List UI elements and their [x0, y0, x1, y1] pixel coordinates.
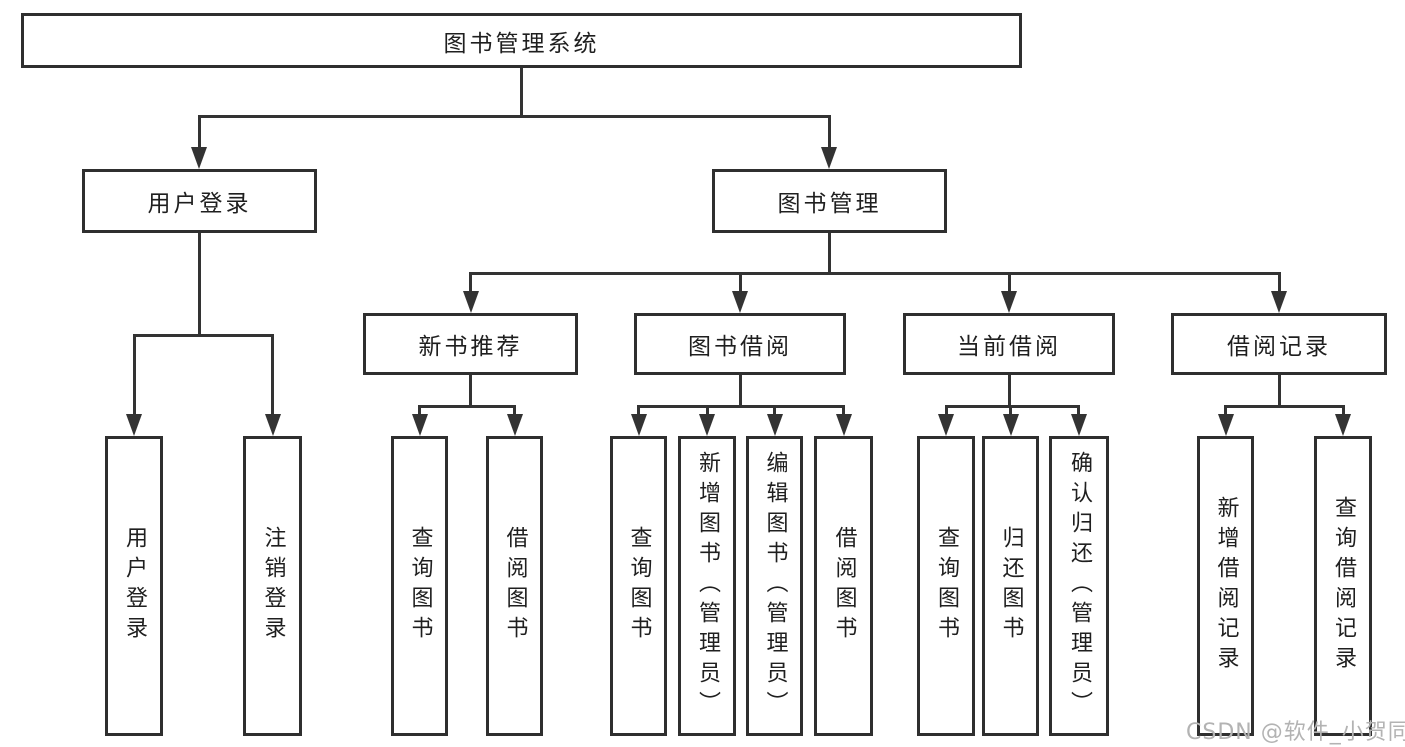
- leaf-add-books-admin: 新增图书（管理员）: [678, 436, 736, 736]
- arrowhead-down-icon: [411, 414, 428, 436]
- leaf-label: 新增图书（管理员）: [695, 451, 720, 721]
- connector-line-vertical: [705, 406, 709, 416]
- leaf-confirm-return-admin: 确认归还（管理员）: [1049, 436, 1109, 736]
- leaf-query-books-current: 查询图书: [917, 436, 975, 736]
- connector-line-horizontal: [944, 404, 1080, 408]
- connector-line-vertical: [1341, 406, 1345, 416]
- connector-line-horizontal: [197, 114, 831, 118]
- connector-line-vertical: [1007, 273, 1011, 293]
- connector-line-vertical: [1009, 406, 1012, 416]
- node-label: 图书借阅: [688, 334, 792, 360]
- leaf-label: 编辑图书（管理员）: [762, 451, 788, 721]
- leaf-label: 查询借阅记录: [1331, 496, 1356, 676]
- leaf-query-books-recommend: 查询图书: [391, 436, 448, 736]
- leaf-label: 用户登录: [122, 526, 147, 646]
- leaf-label: 查询图书: [407, 526, 433, 646]
- arrowhead-down-icon: [699, 414, 715, 436]
- arrowhead-down-icon: [1335, 414, 1351, 436]
- leaf-label: 查询图书: [626, 526, 652, 646]
- arrowhead-down-icon: [191, 147, 207, 169]
- arrowhead-down-icon: [766, 414, 783, 436]
- node-label: 当前借阅: [957, 334, 1061, 360]
- arrowhead-down-icon: [1002, 414, 1019, 436]
- connector-line-vertical: [827, 233, 831, 274]
- leaf-return-books: 归还图书: [982, 436, 1039, 736]
- connector-line-vertical: [132, 335, 136, 416]
- leaf-label: 新增借阅记录: [1213, 496, 1239, 676]
- arrowhead-down-icon: [732, 291, 748, 313]
- leaf-borrow-books-recommend: 借阅图书: [486, 436, 543, 736]
- connector-line-vertical: [738, 273, 742, 293]
- node-label: 新书推荐: [418, 334, 523, 360]
- arrowhead-down-icon: [821, 147, 837, 169]
- connector-line-horizontal: [132, 333, 274, 337]
- connector-line-vertical: [1007, 375, 1011, 408]
- connector-line-vertical: [197, 233, 201, 336]
- connector-line-vertical: [773, 406, 776, 416]
- connector-line-horizontal: [637, 404, 845, 408]
- connector-line-vertical: [1224, 406, 1227, 416]
- leaf-add-borrow-record: 新增借阅记录: [1197, 436, 1254, 736]
- arrowhead-down-icon: [1217, 414, 1234, 436]
- leaf-user-login: 用户登录: [105, 436, 163, 736]
- leaf-query-borrow-record: 查询借阅记录: [1314, 436, 1372, 736]
- connector-line-vertical: [513, 406, 516, 416]
- node-label: 图书管理系统: [443, 30, 600, 57]
- connector-line-vertical: [944, 406, 948, 416]
- leaf-borrow-books: 借阅图书: [814, 436, 873, 736]
- connector-line-horizontal: [469, 271, 1281, 275]
- leaf-label: 借阅图书: [502, 526, 528, 646]
- connector-line-vertical: [1277, 273, 1281, 293]
- node-user-login: 用户登录: [82, 169, 317, 233]
- connector-line-vertical: [637, 406, 640, 416]
- connector-line-horizontal: [1224, 404, 1345, 408]
- connector-line-horizontal: [418, 404, 516, 408]
- leaf-query-books-borrow: 查询图书: [610, 436, 667, 736]
- connector-line-vertical: [469, 375, 472, 408]
- arrowhead-down-icon: [462, 291, 479, 313]
- arrowhead-down-icon: [1070, 414, 1087, 436]
- leaf-label: 注销登录: [260, 526, 286, 646]
- leaf-label: 查询图书: [934, 526, 959, 646]
- connector-line-vertical: [197, 116, 201, 150]
- leaf-logout: 注销登录: [243, 436, 302, 736]
- connector-line-vertical: [1277, 375, 1281, 408]
- leaf-edit-books-admin: 编辑图书（管理员）: [746, 436, 803, 736]
- node-new-book-recommend: 新书推荐: [363, 313, 578, 375]
- arrowhead-down-icon: [938, 414, 954, 436]
- leaf-label: 确认归还（管理员）: [1067, 451, 1092, 721]
- connector-line-vertical: [738, 375, 742, 408]
- node-label: 用户登录: [147, 191, 252, 217]
- arrowhead-down-icon: [630, 414, 647, 436]
- connector-line-vertical: [842, 406, 845, 416]
- watermark-text: CSDN @软件_小贺同学: [1186, 720, 1405, 745]
- arrowhead-down-icon: [506, 414, 523, 436]
- node-book-management: 图书管理: [712, 169, 947, 233]
- node-book-borrow: 图书借阅: [634, 313, 846, 375]
- connector-line-vertical: [1077, 406, 1080, 416]
- node-current-borrow: 当前借阅: [903, 313, 1115, 375]
- arrowhead-down-icon: [264, 414, 281, 436]
- node-label: 借阅记录: [1227, 334, 1331, 360]
- leaf-label: 借阅图书: [831, 526, 857, 646]
- node-borrow-records: 借阅记录: [1171, 313, 1387, 375]
- connector-line-vertical: [469, 273, 472, 293]
- node-root-system: 图书管理系统: [21, 13, 1022, 68]
- connector-line-vertical: [827, 116, 831, 150]
- connector-line-vertical: [520, 68, 523, 116]
- arrowhead-down-icon: [835, 414, 852, 436]
- connector-line-vertical: [271, 335, 274, 416]
- arrowhead-down-icon: [1001, 291, 1017, 313]
- connector-line-vertical: [418, 406, 421, 416]
- arrowhead-down-icon: [126, 414, 142, 436]
- node-label: 图书管理: [777, 191, 882, 217]
- leaf-label: 归还图书: [998, 526, 1024, 646]
- arrowhead-down-icon: [1271, 291, 1287, 313]
